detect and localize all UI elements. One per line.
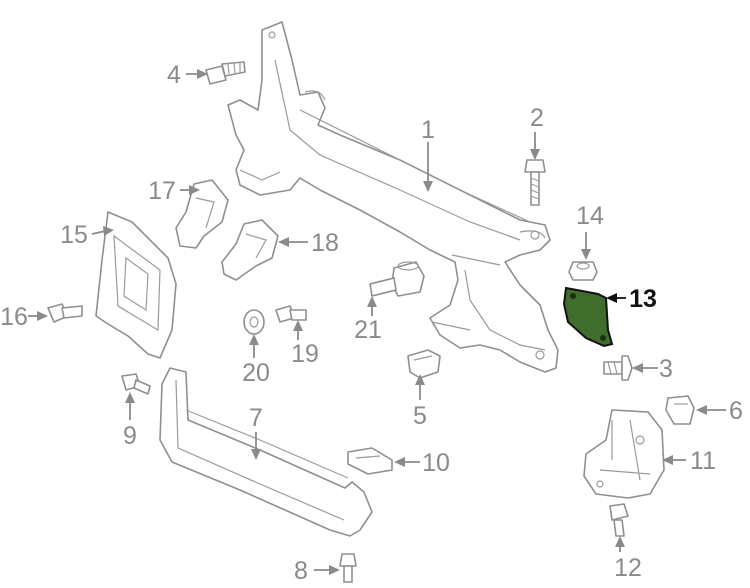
part-8-bolt xyxy=(339,553,357,583)
callout-labels: 1 2 3 4 5 6 7 8 9 10 11 12 13 14 15 16 1… xyxy=(0,61,743,585)
part-17-bracket xyxy=(175,179,229,249)
part-5-bracket xyxy=(407,349,441,379)
part-9-bolt xyxy=(121,373,151,395)
callout-12: 12 xyxy=(614,554,642,582)
callout-10: 10 xyxy=(422,449,450,477)
part-10-speed-clip xyxy=(347,447,393,475)
callout-15: 15 xyxy=(60,221,88,249)
callout-17: 17 xyxy=(148,177,176,205)
callout-leaders xyxy=(28,69,726,575)
callout-3: 3 xyxy=(659,355,673,383)
callout-13: 13 xyxy=(629,285,657,313)
callout-4: 4 xyxy=(167,61,181,89)
callout-2: 2 xyxy=(530,104,544,132)
callout-7: 7 xyxy=(249,404,263,432)
part-20-washer xyxy=(243,309,265,335)
part-4-bolt xyxy=(205,61,246,85)
callout-11: 11 xyxy=(690,447,716,475)
callout-20: 20 xyxy=(242,359,270,387)
callout-14: 14 xyxy=(576,202,604,230)
part-14-nut xyxy=(568,261,598,281)
part-6-clip xyxy=(665,395,695,425)
part-11-lock-carrier xyxy=(583,409,665,499)
part-15-side-panel xyxy=(95,211,177,359)
callout-1: 1 xyxy=(421,116,435,144)
part-18-bracket xyxy=(221,219,279,281)
callout-9: 9 xyxy=(123,422,137,450)
part-2-bolt xyxy=(524,159,546,206)
part-3-bolt xyxy=(603,355,633,381)
part-16-bolt xyxy=(47,303,83,323)
part-19-bolt xyxy=(275,305,307,323)
callout-18: 18 xyxy=(311,229,339,257)
callout-21: 21 xyxy=(354,316,382,344)
part-7-lower-member xyxy=(159,367,373,537)
callout-6: 6 xyxy=(729,397,743,425)
part-12-bolt xyxy=(609,503,629,537)
part-1-front-carrier xyxy=(227,21,559,373)
part-13-bracket-highlighted xyxy=(562,286,614,348)
part-21-rubber-mount xyxy=(369,261,425,297)
callout-19: 19 xyxy=(291,340,319,368)
callout-8: 8 xyxy=(294,557,308,585)
callout-16: 16 xyxy=(0,303,28,331)
callout-5: 5 xyxy=(413,402,427,430)
